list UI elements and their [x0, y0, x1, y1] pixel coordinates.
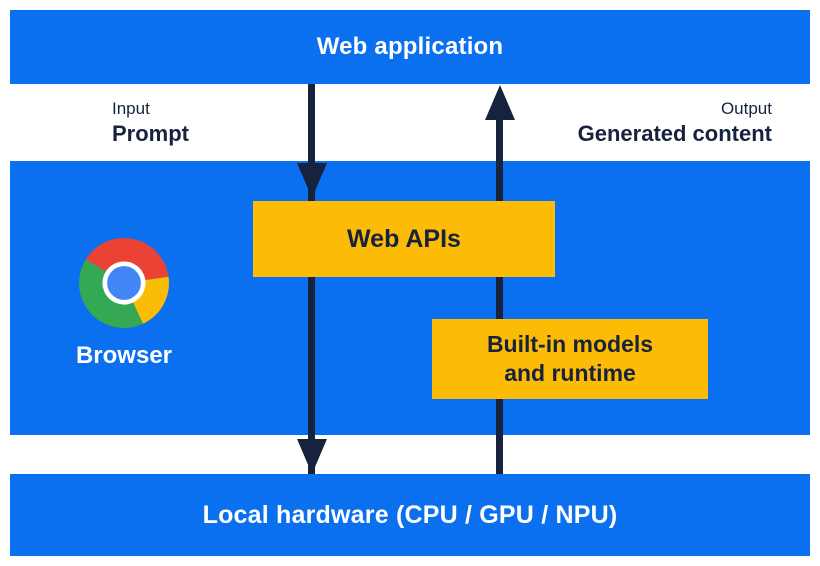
down-arrow-head-icon [297, 163, 327, 198]
down-arrow-head-icon [297, 439, 327, 474]
web-apis-box: Web APIs [253, 201, 555, 277]
builtin-models-label-line2: and runtime [504, 360, 636, 386]
web-apis-label: Web APIs [347, 224, 461, 253]
local-hardware-band: Local hardware (CPU / GPU / NPU) [10, 474, 810, 556]
up-arrow-head-icon [485, 85, 515, 120]
input-caption-group: Input Prompt [112, 97, 189, 147]
input-caption: Input [112, 99, 150, 118]
local-hardware-label: Local hardware (CPU / GPU / NPU) [202, 501, 618, 529]
output-label: Generated content [577, 121, 772, 146]
browser-label: Browser [75, 342, 173, 369]
builtin-models-label-line1: Built-in models [486, 331, 654, 357]
builtin-models-box: Built-in models and runtime [432, 319, 708, 399]
chrome-logo-icon [79, 238, 169, 328]
web-application-band: Web application [10, 10, 810, 84]
output-caption-group: Output Generated content [578, 97, 772, 147]
up-arrow-line [496, 112, 503, 474]
down-arrow-line [308, 84, 315, 474]
web-application-label: Web application [316, 33, 504, 60]
output-caption: Output [720, 99, 772, 118]
input-label: Prompt [112, 121, 189, 146]
